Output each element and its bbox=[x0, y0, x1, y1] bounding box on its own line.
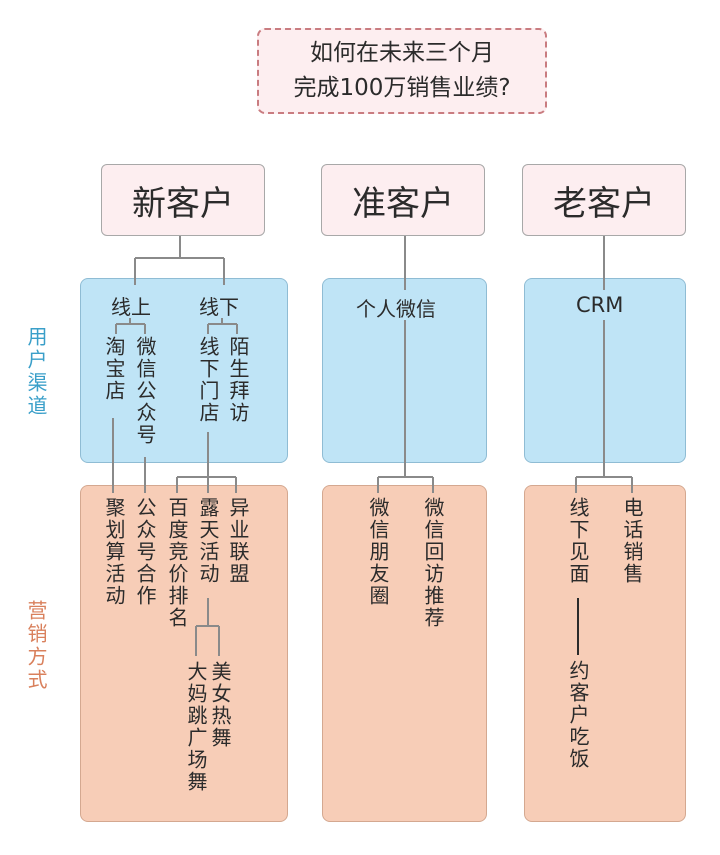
channel-personal-wechat: 个人微信 bbox=[356, 297, 436, 321]
marketing-box-prospect bbox=[322, 485, 487, 822]
marketing-revisit-referral: 微信回访推荐 bbox=[421, 497, 445, 629]
marketing-juhuasuan: 聚划算活动 bbox=[102, 497, 126, 607]
channel-box-new bbox=[80, 278, 288, 463]
title-box: 如何在未来三个月 完成100万销售业绩? bbox=[257, 28, 547, 114]
marketing-moments: 微信朋友圈 bbox=[366, 497, 390, 607]
marketing-outdoor-event: 露天活动 bbox=[196, 497, 220, 585]
channel-wechat-official: 微信公众号 bbox=[133, 336, 157, 446]
label-online: 线上 bbox=[111, 295, 151, 319]
channel-offline-store: 线下门店 bbox=[196, 336, 220, 424]
title-line-1: 如何在未来三个月 bbox=[310, 40, 494, 66]
header-new-customer: 新客户 bbox=[101, 164, 265, 236]
marketing-cross-alliance: 异业联盟 bbox=[226, 497, 250, 585]
channel-cold-visit: 陌生拜访 bbox=[226, 336, 250, 424]
channel-crm: CRM bbox=[576, 293, 624, 317]
marketing-offline-meeting: 线下见面 bbox=[566, 497, 590, 585]
side-label-marketing: 营销方式 bbox=[24, 600, 48, 692]
side-label-channel: 用户渠道 bbox=[24, 326, 48, 418]
header-prospect-customer: 准客户 bbox=[321, 164, 485, 236]
marketing-dinner-invite: 约客户吃饭 bbox=[566, 660, 590, 770]
marketing-baidu-bidding: 百度竞价排名 bbox=[165, 497, 189, 629]
marketing-phone-sales: 电话销售 bbox=[620, 497, 644, 585]
channel-taobao-shop: 淘宝店 bbox=[102, 336, 126, 402]
marketing-box-new bbox=[80, 485, 288, 822]
marketing-box-existing bbox=[524, 485, 686, 822]
label-offline: 线下 bbox=[199, 295, 239, 319]
marketing-official-cooperation: 公众号合作 bbox=[133, 497, 157, 607]
marketing-square-dance: 大妈跳广场舞 bbox=[184, 661, 208, 793]
header-existing-customer: 老客户 bbox=[522, 164, 686, 236]
title-line-2: 完成100万销售业绩? bbox=[293, 75, 511, 101]
marketing-girls-dance: 美女热舞 bbox=[208, 661, 232, 749]
